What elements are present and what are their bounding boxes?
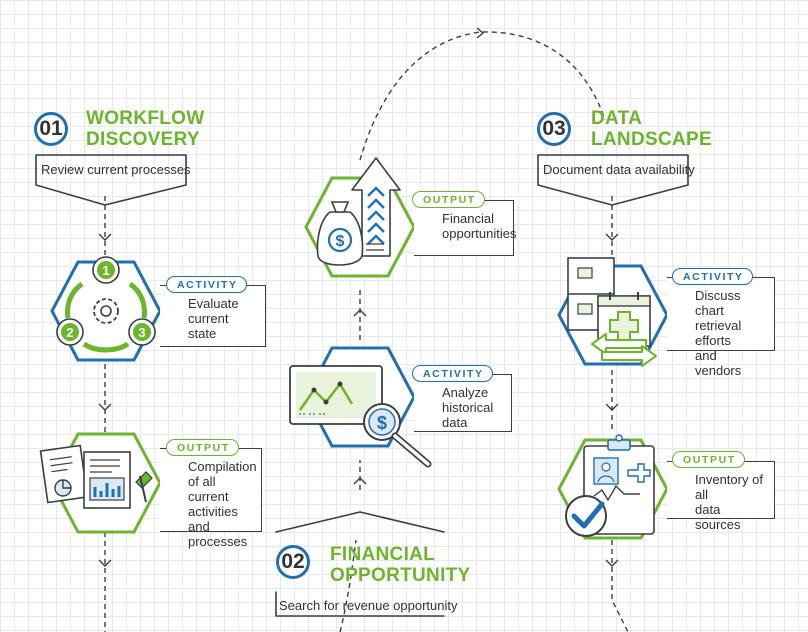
banner-p2-top <box>275 511 445 533</box>
phase-3-title-line1: DATA <box>591 108 643 129</box>
step-1-label: 1 <box>102 263 109 278</box>
card-p1-output-text: Compilation of all current activities an… <box>188 459 257 549</box>
connector-p2-bottom <box>339 539 357 632</box>
chevron-down-icon <box>605 403 619 411</box>
output-tag: OUTPUT <box>412 191 485 208</box>
step-2-label: 2 <box>66 325 73 340</box>
money-bag-arrow-icon: $ <box>316 157 401 266</box>
card-p3-activity: Discuss chart retrieval efforts and vend… <box>667 277 775 378</box>
phase-1-title-line2: DISCOVERY <box>86 129 200 150</box>
activity-tag: ACTIVITY <box>412 365 493 382</box>
phase-2-title-line1: FINANCIAL <box>330 544 436 565</box>
card-p2-activity: Analyze historical data <box>414 374 512 432</box>
chevron-down-icon <box>605 559 619 567</box>
dollar-sign-label: $ <box>377 413 387 433</box>
card-p2-activity-text: Analyze historical data <box>442 385 494 430</box>
output-tag: OUTPUT <box>166 439 239 456</box>
card-p1-activity: Evaluate current state <box>160 285 266 347</box>
card-p3-output-text: Inventory of all data sources <box>695 472 763 532</box>
connector-p3-c <box>611 540 629 632</box>
chevron-up-icon <box>353 309 367 317</box>
card-p3-output: Inventory of all data sources <box>667 461 775 532</box>
phase-2-number: 02 <box>276 545 310 579</box>
phase-3-number: 03 <box>537 112 571 146</box>
card-p2-output: Financial opportunities <box>414 200 517 256</box>
phase-1-title: WORKFLOW DISCOVERY <box>86 108 204 150</box>
activity-tag: ACTIVITY <box>166 276 247 293</box>
banner-p1 <box>35 154 187 206</box>
monitor-magnifier-icon: $ <box>289 365 432 468</box>
card-p3-activity-text: Discuss chart retrieval efforts and vend… <box>695 288 742 378</box>
card-p2-output-text: Financial opportunities <box>442 211 517 241</box>
banner-p2-bottom <box>275 591 445 617</box>
files-calendar-arrows-icon <box>567 257 657 367</box>
chevron-down-icon <box>605 233 619 241</box>
phase-2-subtitle: Search for revenue opportunity <box>279 598 458 613</box>
phase-3-title-line2: LANDSCAPE <box>591 129 712 150</box>
connector-p2-p3-arc <box>359 31 606 161</box>
cycle-gears-icon: 1 2 3 <box>56 256 156 353</box>
phase-3-subtitle: Document data availability <box>543 162 695 177</box>
activity-tag: ACTIVITY <box>672 268 753 285</box>
card-p1-activity-text: Evaluate current state <box>188 296 239 341</box>
clipboard-check-icon <box>565 434 655 537</box>
phase-2-title: FINANCIAL OPPORTUNITY <box>330 544 471 586</box>
card-p1-output: Compilation of all current activities an… <box>160 448 262 549</box>
chevron-right-icon <box>476 27 485 39</box>
output-tag: OUTPUT <box>672 451 745 468</box>
banner-p3 <box>537 154 689 206</box>
chevron-up-icon <box>353 477 367 485</box>
chevron-down-icon <box>98 233 112 241</box>
chevron-down-icon <box>98 559 112 567</box>
documents-charts-icon <box>39 444 153 509</box>
phase-1-subtitle: Review current processes <box>41 162 191 177</box>
chevron-down-icon <box>98 403 112 411</box>
phase-1-title-line1: WORKFLOW <box>86 108 205 129</box>
dollar-sign-label: $ <box>336 233 345 250</box>
phase-2-title-line2: OPPORTUNITY <box>330 565 471 586</box>
step-3-label: 3 <box>138 325 145 340</box>
phase-1-number: 01 <box>34 112 68 146</box>
phase-3-title: DATA LANDSCAPE <box>591 108 712 150</box>
